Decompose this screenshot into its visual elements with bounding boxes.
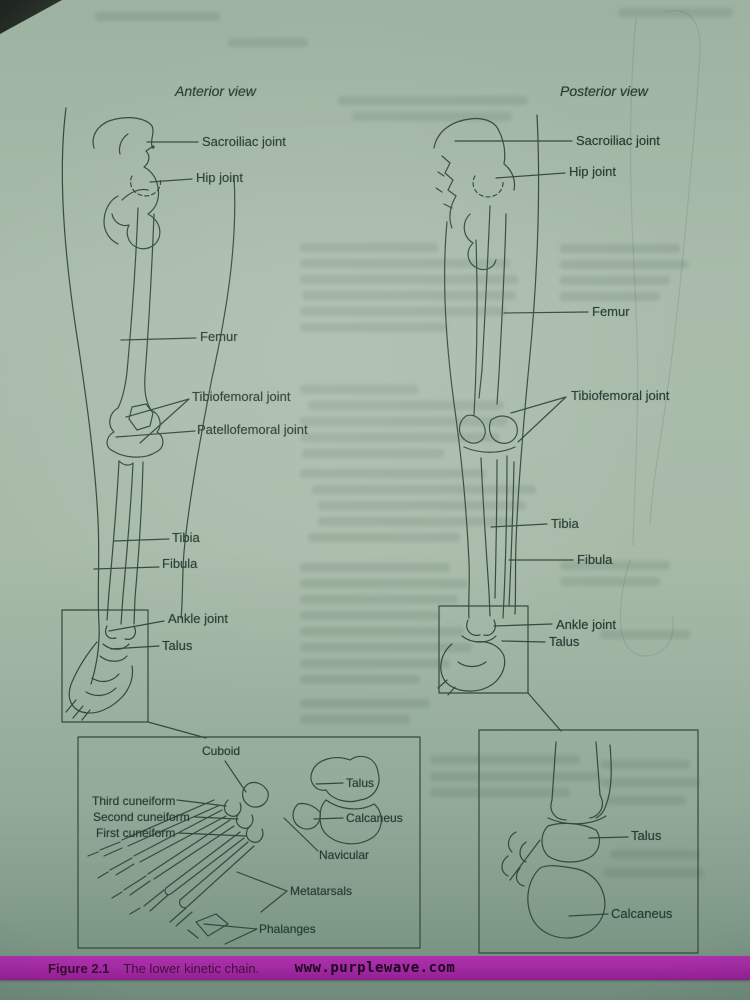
posterior-leg-drawing — [433, 114, 589, 732]
bleedthrough-smudge — [560, 561, 670, 570]
bleedthrough-smudge — [302, 449, 444, 458]
figure-caption-text: The lower kinetic chain. — [123, 961, 260, 976]
posterior-leader-lines — [454, 140, 589, 643]
inset-third-cuneiform-label: Third cuneiform — [92, 794, 176, 808]
bleedthrough-smudge — [300, 385, 418, 394]
bleedthrough-smudge — [560, 276, 670, 285]
bleedthrough-leg-outline — [619, 10, 701, 657]
posterior-hip-label: Hip joint — [569, 164, 616, 179]
bleedthrough-smudge — [300, 579, 468, 588]
bleedthrough-smudge — [300, 595, 458, 604]
foot-posterior-inset-drawing — [478, 729, 699, 954]
inset-calcaneus-label: Calcaneus — [346, 811, 403, 825]
inset-second-cuneiform-label: Second cuneiform — [93, 810, 190, 824]
bleedthrough-smudge — [308, 533, 460, 542]
anterior-sacroiliac-label: Sacroiliac joint — [202, 134, 286, 149]
bleedthrough-smudge — [300, 675, 420, 684]
foot-medial-inset-drawing — [77, 736, 421, 949]
bleedthrough-smudge — [300, 715, 410, 724]
anterior-tibiofemoral-label: Tibiofemoral joint — [192, 389, 291, 404]
bleedthrough-smudge — [352, 112, 512, 121]
bleedthrough-smudge — [606, 796, 686, 805]
inset-metatarsals-label: Metatarsals — [290, 884, 353, 898]
bleedthrough-smudge — [300, 627, 464, 636]
bleedthrough-smudge — [600, 778, 700, 787]
inset-cuboid-label: Cuboid — [202, 744, 241, 758]
bleedthrough-smudge — [300, 323, 448, 332]
anterior-patellofemoral-label: Patellofemoral joint — [197, 422, 308, 437]
bleedthrough-smudge — [300, 611, 440, 620]
bleedthrough-smudge — [302, 291, 516, 300]
anterior-leader-lines — [93, 141, 199, 650]
bleedthrough-smudge — [560, 577, 660, 586]
posterior-inset-calcaneus-label: Calcaneus — [611, 906, 673, 921]
inset-navicular-label: Navicular — [319, 848, 370, 862]
bleedthrough-smudge — [430, 755, 580, 764]
bleedthrough-smudge — [560, 292, 660, 301]
bleedthrough-smudge — [300, 659, 450, 668]
bleedthrough-smudge — [300, 275, 518, 284]
bleedthrough-smudge — [300, 643, 472, 652]
posterior-ankle-label: Ankle joint — [556, 617, 616, 632]
bleedthrough-smudge — [228, 38, 308, 47]
bleedthrough-smudge — [318, 501, 526, 510]
posterior-inset-talus-label: Talus — [631, 828, 662, 843]
foot-medial-leader-lines — [176, 760, 344, 945]
bleedthrough-smudge — [308, 401, 504, 410]
anterior-view-title: Anterior view — [175, 83, 256, 99]
posterior-tibiofemoral-label: Tibiofemoral joint — [571, 388, 670, 403]
bleedthrough-smudge — [430, 772, 600, 781]
posterior-talus-label: Talus — [549, 634, 580, 649]
bleedthrough-smudge — [300, 243, 438, 252]
bleedthrough-smudge — [300, 433, 500, 442]
bleedthrough-smudge — [610, 850, 700, 859]
anterior-femur-label: Femur — [200, 329, 238, 344]
inset-talus-label: Talus — [346, 776, 375, 790]
bleedthrough-smudge — [300, 699, 430, 708]
anterior-tibia-label: Tibia — [172, 530, 200, 545]
bleedthrough-smudge — [95, 12, 220, 21]
bleedthrough-smudge — [618, 8, 733, 17]
bleedthrough-smudge — [560, 244, 680, 253]
bleedthrough-smudge — [300, 469, 486, 478]
posterior-fibula-label: Fibula — [577, 552, 613, 567]
bleedthrough-smudge — [300, 259, 510, 268]
bleedthrough-smudge — [318, 517, 514, 526]
bleedthrough-smudge — [604, 868, 704, 877]
watermark-band — [0, 956, 750, 980]
inset-phalanges-label: Phalanges — [259, 922, 316, 936]
posterior-tibia-label: Tibia — [551, 516, 579, 531]
bleedthrough-smudge — [300, 563, 450, 572]
bleedthrough-smudge — [300, 417, 508, 426]
bleedthrough-smudge — [300, 307, 506, 316]
bleedthrough-smudge — [600, 630, 690, 639]
bleedthrough-smudge — [600, 760, 690, 769]
inset-first-cuneiform-label: First cuneiform — [96, 826, 176, 840]
watermark-text: www.purplewave.com — [294, 960, 456, 976]
anterior-hip-label: Hip joint — [196, 170, 243, 185]
foot-posterior-leader-lines — [568, 836, 629, 917]
anterior-fibula-label: Fibula — [162, 556, 198, 571]
anterior-leg-drawing — [61, 107, 236, 739]
bleedthrough-smudge — [312, 485, 536, 494]
posterior-sacroiliac-label: Sacroiliac joint — [576, 133, 660, 148]
anterior-ankle-label: Ankle joint — [168, 611, 228, 626]
figure-caption: Figure 2.1 The lower kinetic chain. — [48, 961, 259, 976]
bleedthrough-smudge — [430, 788, 570, 797]
bleedthrough-smudge — [560, 260, 688, 269]
figure-number: Figure 2.1 — [48, 961, 110, 976]
posterior-view-title: Posterior view — [560, 83, 648, 99]
bleedthrough-smudge — [338, 96, 528, 105]
anterior-talus-label: Talus — [162, 638, 193, 653]
posterior-femur-label: Femur — [592, 304, 630, 319]
